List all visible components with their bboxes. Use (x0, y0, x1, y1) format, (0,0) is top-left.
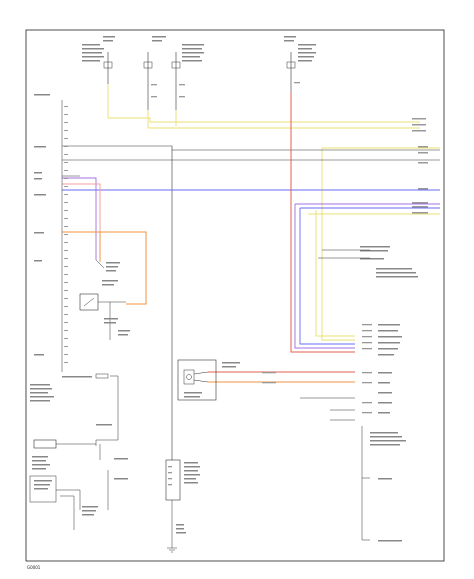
wire-black-group (62, 145, 440, 460)
fuse-icon (171, 61, 181, 69)
fuse-icon (103, 61, 113, 69)
wire-red-group (62, 92, 355, 383)
bottom-left-components (29, 373, 128, 530)
motor-icon (186, 374, 192, 380)
fuse-block-left (82, 36, 115, 84)
wire-orange-group (62, 231, 147, 305)
fuse-block-center (143, 36, 204, 110)
connector-right-labels (262, 118, 428, 542)
sensor-icon (177, 359, 217, 401)
switch-box (33, 439, 57, 449)
fuse-block-right (284, 36, 316, 92)
ground-icon (167, 547, 177, 553)
fuse-icon (143, 61, 153, 69)
corner-label: G0001 (27, 565, 41, 570)
sensor-box-center (177, 359, 240, 401)
diagram-frame (25, 29, 445, 562)
connector-column-left (30, 94, 68, 402)
relay-module-left (79, 259, 130, 340)
wire-right-small (300, 249, 370, 541)
wire-blue-group (62, 177, 440, 349)
bottom-center-component (165, 459, 200, 553)
wire-yellow-group (107, 84, 440, 341)
fuse-icon (286, 61, 296, 69)
